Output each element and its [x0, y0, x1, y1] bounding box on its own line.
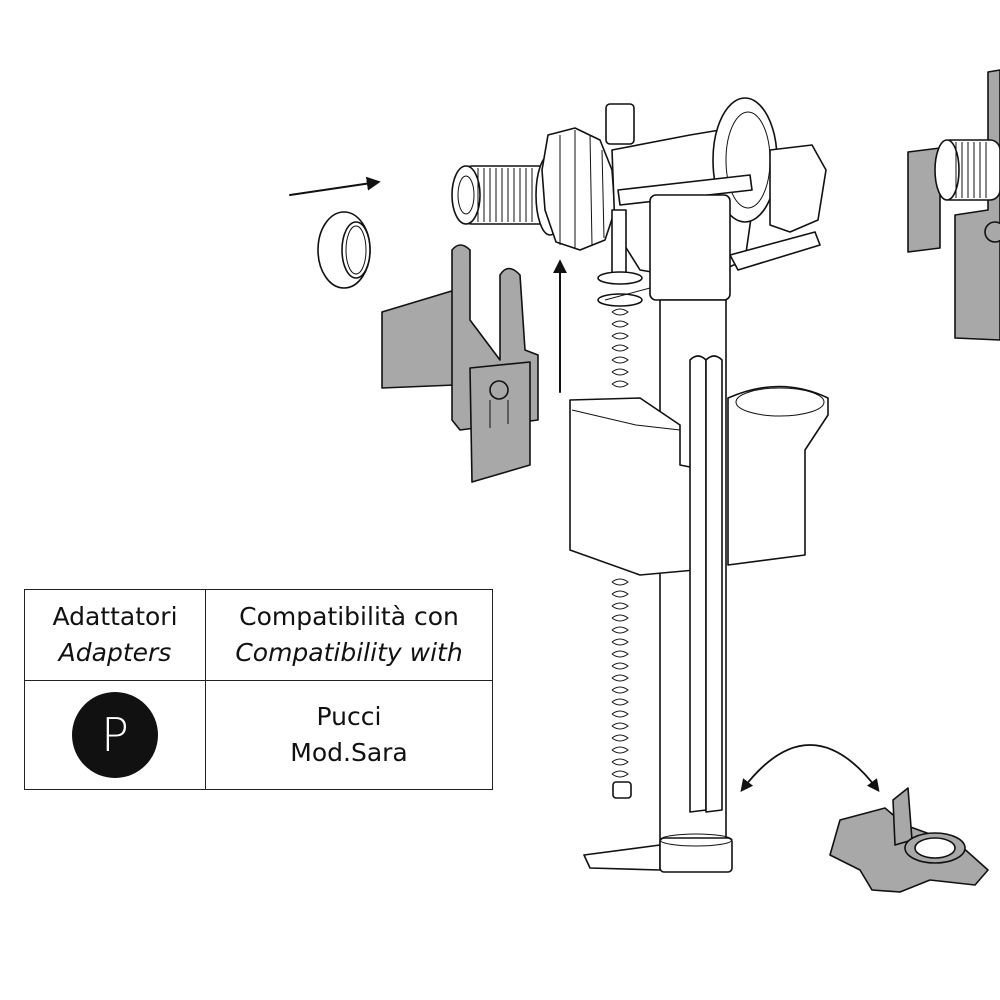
header-adapters-en: Adapters — [58, 638, 172, 667]
swap-base-arrow — [740, 744, 880, 793]
table-header-row: Adattatori Adapters Compatibilità con Co… — [24, 589, 493, 681]
cross-base-adapter — [829, 787, 989, 893]
locking-ring — [317, 211, 371, 289]
knurled-nut — [541, 127, 616, 251]
header-adapters: Adattatori Adapters — [24, 589, 206, 681]
float-cup — [569, 385, 829, 576]
table-row: P Pucci Mod.Sara — [24, 680, 493, 790]
header-compatibility: Compatibilità con Compatibility with — [205, 589, 493, 681]
compatibility-table: Adattatori Adapters Compatibilità con Co… — [24, 589, 493, 790]
guide-rail — [689, 355, 723, 813]
compat-brand: Pucci — [316, 702, 382, 731]
adjustment-spring-rod — [597, 209, 651, 799]
base-foot — [583, 833, 733, 873]
insert-arrow — [289, 176, 381, 196]
header-adapters-it: Adattatori — [52, 602, 178, 631]
partial-assembled-view — [907, 69, 1000, 341]
header-compat-it: Compatibilità con — [239, 602, 459, 631]
wall-adapter-bracket — [381, 244, 539, 483]
compat-cell: Pucci Mod.Sara — [205, 680, 493, 790]
header-compat-en: Compatibility with — [235, 638, 463, 667]
compat-model: Mod.Sara — [290, 738, 408, 767]
adapter-cell: P — [24, 680, 206, 790]
adapter-badge: P — [72, 692, 158, 778]
